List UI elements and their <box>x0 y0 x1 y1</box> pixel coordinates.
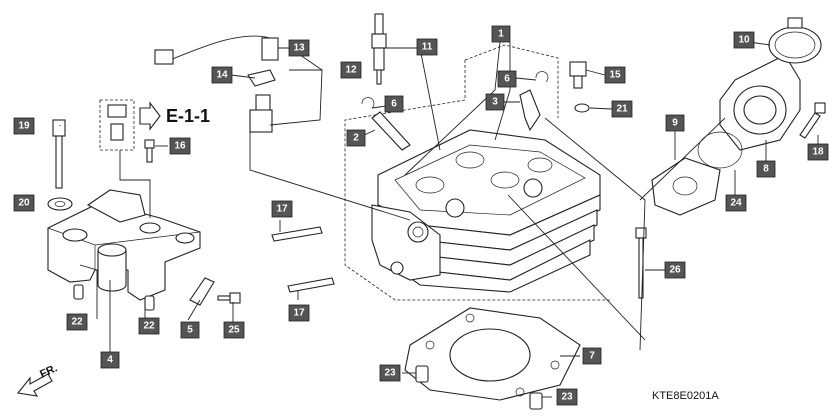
callout-2[interactable]: 2 <box>346 129 366 147</box>
callout-12[interactable]: 12 <box>340 61 362 79</box>
stud-bolt-26 <box>635 227 647 299</box>
callout-17-upper[interactable]: 17 <box>271 200 293 218</box>
drawing-code: KTE8E0201A <box>652 390 719 402</box>
svg-text:25: 25 <box>228 325 240 336</box>
clip-6-right <box>535 71 549 83</box>
bolt-18 <box>799 102 826 139</box>
svg-text:16: 16 <box>174 141 186 152</box>
head-gasket <box>404 307 581 401</box>
callout-8[interactable]: 8 <box>756 160 776 178</box>
bolt-19 <box>52 119 66 189</box>
dowel-23-left <box>415 365 429 383</box>
svg-text:24: 24 <box>730 198 742 209</box>
bolt-16 <box>144 139 155 163</box>
callout-4[interactable]: 4 <box>100 351 120 369</box>
cylinder-head <box>344 44 610 301</box>
rocker-arm-holder <box>47 189 201 301</box>
callout-14[interactable]: 14 <box>211 66 233 84</box>
callout-6-right[interactable]: 6 <box>497 70 517 88</box>
callout-17-lower[interactable]: 17 <box>288 304 310 322</box>
svg-text:13: 13 <box>293 43 305 54</box>
svg-text:9: 9 <box>672 118 678 129</box>
svg-text:14: 14 <box>216 70 228 81</box>
callout-23-left[interactable]: 23 <box>379 364 401 382</box>
callout-25[interactable]: 25 <box>223 321 245 339</box>
callout-11[interactable]: 11 <box>416 38 438 56</box>
svg-text:17: 17 <box>276 204 288 215</box>
svg-text:10: 10 <box>738 35 750 46</box>
callout-3[interactable]: 3 <box>485 93 505 111</box>
callout-6-left[interactable]: 6 <box>384 95 404 113</box>
svg-text:23: 23 <box>384 368 396 379</box>
bracket-5 <box>189 277 215 306</box>
svg-text:22: 22 <box>143 321 155 332</box>
svg-text:21: 21 <box>616 104 628 115</box>
callout-19[interactable]: 19 <box>13 117 35 135</box>
svg-text:6: 6 <box>504 74 510 85</box>
spark-plug <box>371 13 387 85</box>
stud-17-upper <box>271 226 323 242</box>
svg-text:22: 22 <box>71 317 83 328</box>
callout-7[interactable]: 7 <box>582 347 602 365</box>
svg-text:3: 3 <box>492 97 498 108</box>
callout-9[interactable]: 9 <box>665 114 685 132</box>
callout-5[interactable]: 5 <box>180 321 200 339</box>
front-label: FR. <box>38 362 59 380</box>
reference-inset: E-1-1 <box>99 99 210 151</box>
svg-text:2: 2 <box>353 133 359 144</box>
bolt-25 <box>217 292 241 304</box>
svg-text:7: 7 <box>589 351 595 362</box>
callout-10[interactable]: 10 <box>733 31 755 49</box>
svg-text:6: 6 <box>391 99 397 110</box>
svg-text:8: 8 <box>763 164 769 175</box>
dowel-22-left <box>73 284 84 300</box>
callout-22-right[interactable]: 22 <box>138 317 160 335</box>
callout-24[interactable]: 24 <box>725 194 747 212</box>
insulator-gasket <box>651 157 721 216</box>
dowel-22-right <box>144 295 155 311</box>
stud-17-lower <box>287 277 335 293</box>
reference-label: E-1-1 <box>166 106 210 126</box>
svg-text:18: 18 <box>812 147 824 158</box>
callout-26[interactable]: 26 <box>664 261 686 279</box>
callout-20[interactable]: 20 <box>13 194 35 212</box>
washer-21 <box>574 103 590 113</box>
callout-18[interactable]: 18 <box>807 143 829 161</box>
svg-text:11: 11 <box>422 42 433 53</box>
callout-15[interactable]: 15 <box>604 66 626 84</box>
svg-text:19: 19 <box>18 121 30 132</box>
sensor-harness <box>154 35 279 133</box>
svg-text:5: 5 <box>187 325 193 336</box>
svg-text:23: 23 <box>561 392 573 403</box>
front-direction-arrow: FR. <box>16 362 59 397</box>
hose-clamp <box>768 17 822 64</box>
svg-text:26: 26 <box>669 265 681 276</box>
o-ring <box>697 131 743 169</box>
svg-text:12: 12 <box>345 65 357 76</box>
dowel-23-right <box>529 392 543 410</box>
svg-text:20: 20 <box>18 198 30 209</box>
svg-text:4: 4 <box>107 355 113 366</box>
callout-1[interactable]: 1 <box>491 25 511 43</box>
callout-23-right[interactable]: 23 <box>556 388 578 406</box>
intake-pipe <box>719 54 801 151</box>
clip-6-left <box>361 97 375 109</box>
callout-22-left[interactable]: 22 <box>66 313 88 331</box>
washer-20 <box>47 197 73 211</box>
callout-13[interactable]: 13 <box>288 39 310 57</box>
temperature-sensor <box>569 61 587 89</box>
callout-16[interactable]: 16 <box>169 137 191 155</box>
svg-text:1: 1 <box>498 29 504 40</box>
svg-text:15: 15 <box>609 70 621 81</box>
svg-text:17: 17 <box>293 308 305 319</box>
valve-guides <box>371 89 541 151</box>
callout-21[interactable]: 21 <box>611 100 633 118</box>
